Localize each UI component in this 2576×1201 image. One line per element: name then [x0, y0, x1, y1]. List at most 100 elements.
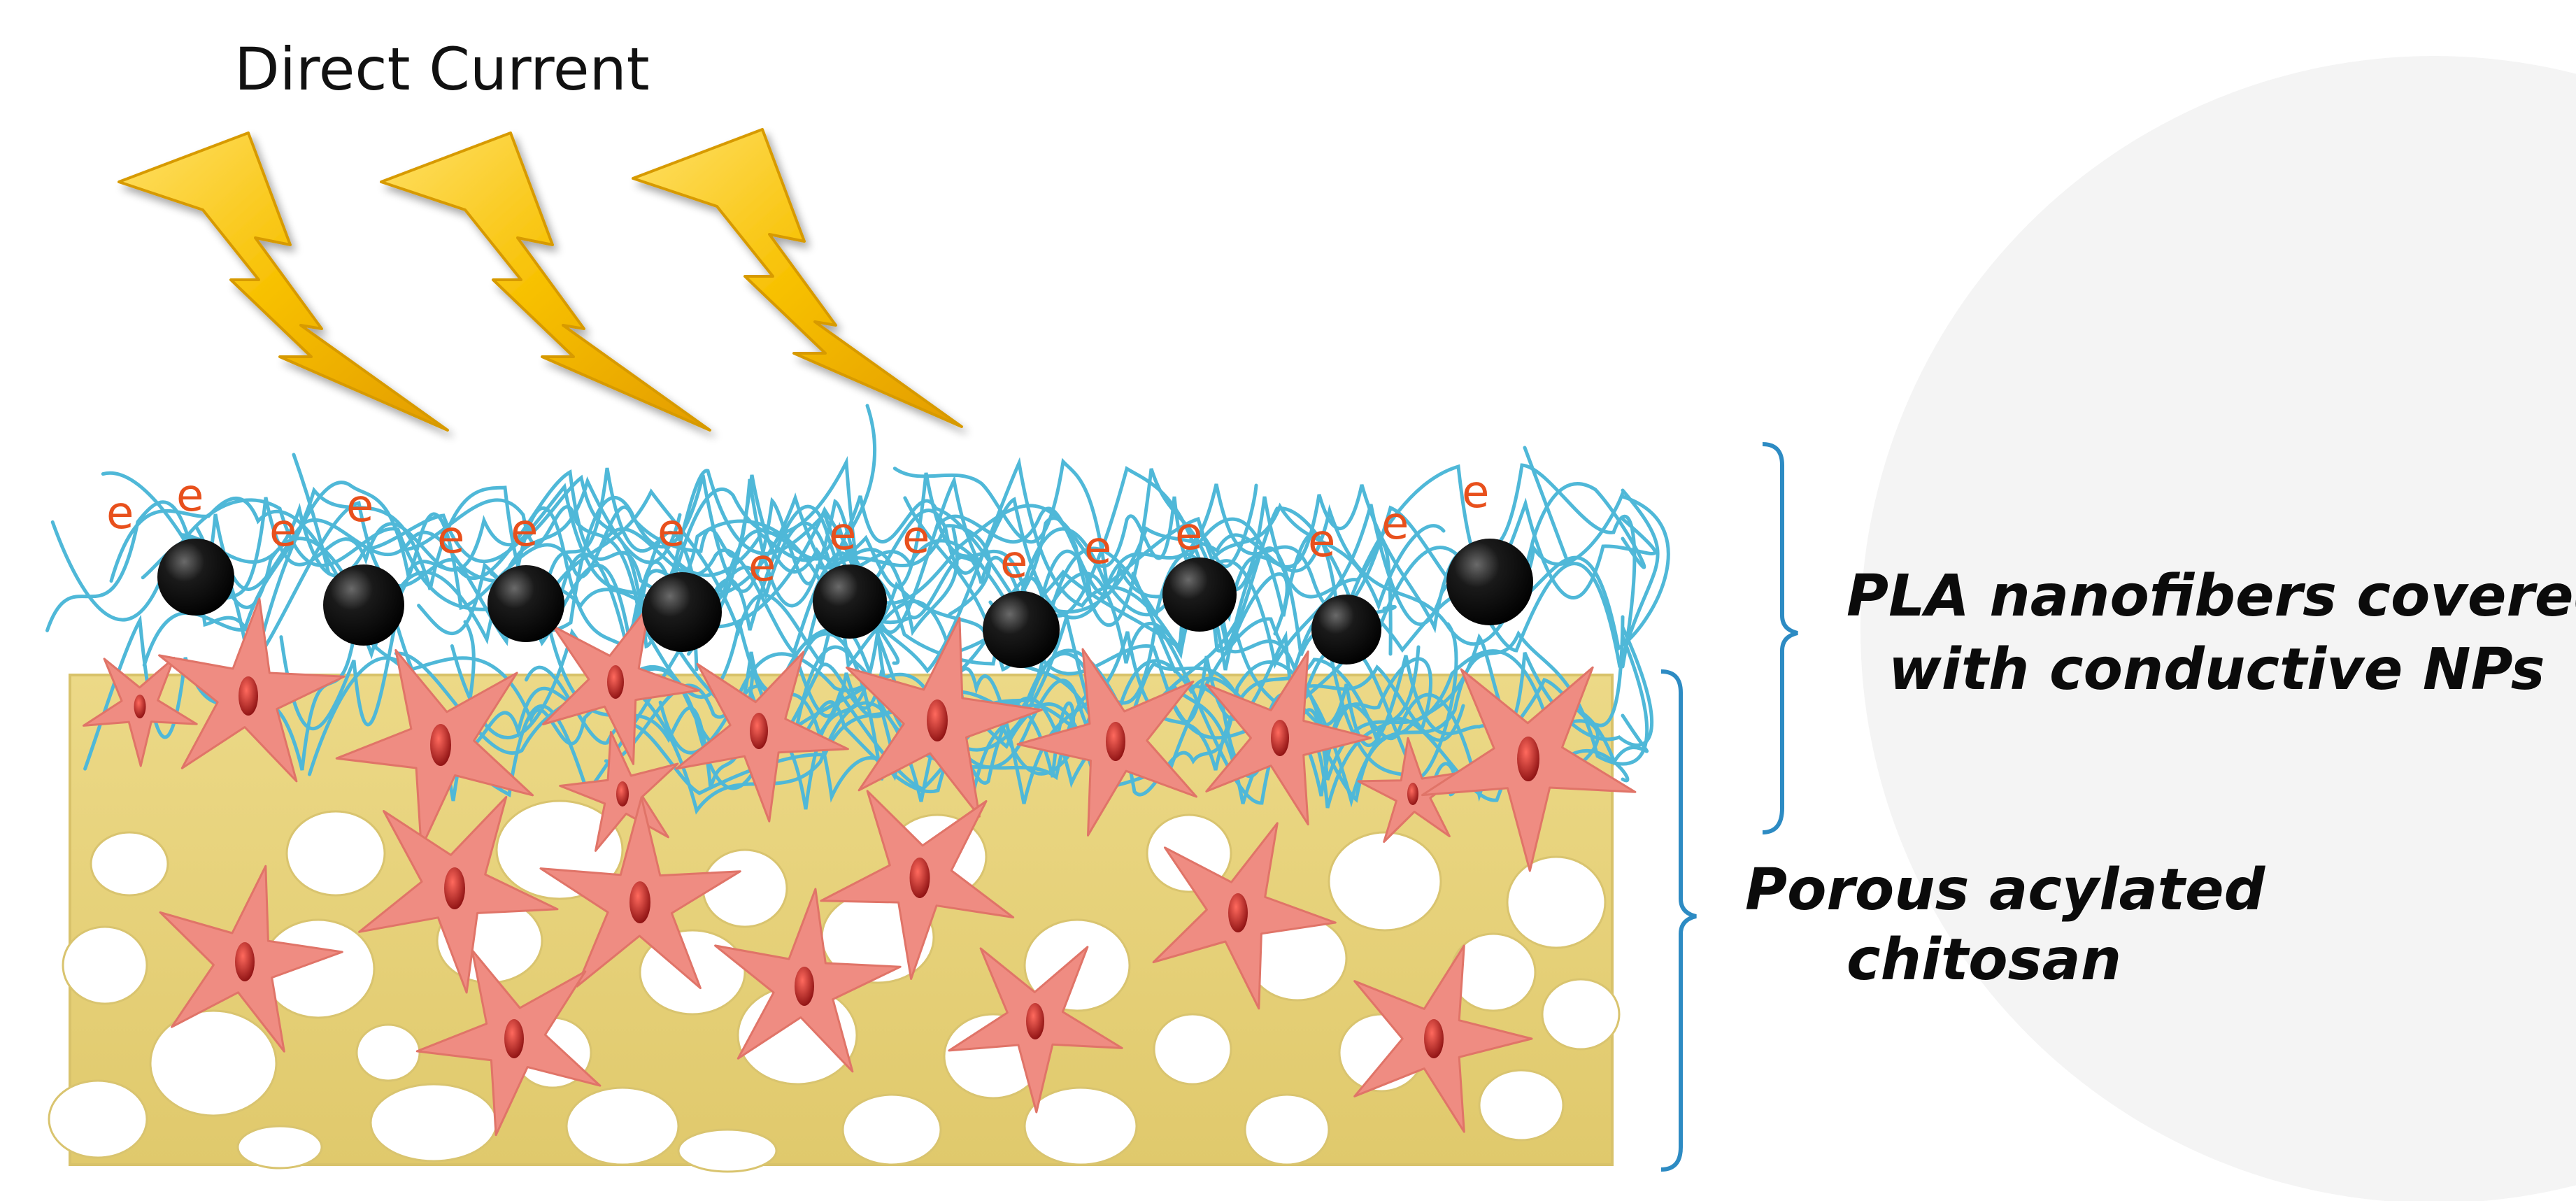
- lightning-bolt-icon: [632, 128, 963, 428]
- pore: [841, 1093, 942, 1166]
- pore: [1244, 1093, 1330, 1166]
- cell-nucleus: [444, 867, 465, 909]
- cell-icon: [1205, 650, 1372, 826]
- nanofiber: [292, 453, 331, 576]
- electron-label: e: [437, 512, 464, 564]
- cell-nucleus: [616, 781, 629, 806]
- nanofiber: [771, 630, 1649, 808]
- pore: [1328, 831, 1442, 932]
- cell-nucleus: [795, 967, 814, 1006]
- pore: [1541, 978, 1621, 1051]
- electron-label: e: [511, 505, 538, 557]
- conductive-nanoparticle-icon: [1162, 557, 1237, 632]
- cell-nucleus: [239, 676, 258, 716]
- nanofiber: [1131, 571, 1177, 674]
- cell-nucleus: [1271, 720, 1289, 756]
- cell-group: [83, 597, 1637, 1137]
- cell-icon: [83, 657, 198, 767]
- cell-nucleus: [629, 881, 650, 923]
- cell-icon: [159, 865, 343, 1053]
- electron-label: e: [902, 512, 930, 564]
- cell-icon: [820, 790, 1015, 980]
- nanofiber: [279, 620, 905, 797]
- nanofiber: [45, 469, 900, 665]
- cell-nucleus: [1106, 722, 1125, 761]
- pore: [677, 1128, 778, 1173]
- conductive-nanoparticle-icon: [323, 564, 404, 646]
- conductive-nanoparticle-icon: [488, 565, 564, 642]
- cell-icon: [1016, 648, 1197, 837]
- pore: [565, 1086, 680, 1166]
- pore: [149, 1009, 278, 1117]
- electron-label: e: [346, 481, 373, 532]
- chitosan-label-line2: chitosan: [1846, 927, 2121, 993]
- conductive-nanoparticle-icon: [813, 564, 887, 639]
- nanofiber: [109, 475, 985, 660]
- pore: [702, 848, 788, 928]
- cell-icon: [559, 731, 679, 852]
- cell-nucleus: [1026, 1003, 1044, 1039]
- nanofiber: [934, 463, 1637, 669]
- lightning-bolt-icon: [380, 132, 711, 432]
- pore: [1478, 1069, 1565, 1142]
- cell-nucleus: [1407, 783, 1418, 805]
- pore: [48, 1079, 148, 1159]
- electron-label: e: [176, 470, 204, 522]
- conductive-nanoparticle-icon: [642, 572, 722, 652]
- diagram-title: Direct Current: [234, 35, 650, 104]
- cell-nucleus: [504, 1019, 524, 1058]
- electron-label: e: [829, 509, 856, 560]
- cell-icon: [1421, 666, 1637, 872]
- pore: [1023, 1086, 1138, 1166]
- nanofiber-label-line1: PLA nanofibers covered: [1846, 563, 2576, 630]
- nanofiber-bracket: [1762, 442, 1798, 834]
- cell-icon: [358, 795, 559, 994]
- conductive-nanoparticle-icon: [157, 539, 234, 616]
- nanofiber: [848, 404, 877, 534]
- electron-label: e: [1175, 509, 1202, 560]
- pore: [285, 810, 386, 897]
- nanofiber: [1523, 446, 1569, 562]
- pore: [355, 1023, 421, 1082]
- cell-nucleus: [1517, 737, 1539, 781]
- cell-nucleus: [607, 665, 624, 699]
- nanofiber: [807, 495, 1393, 656]
- nanoparticle-group: [157, 539, 1533, 668]
- cell-icon: [1152, 822, 1337, 1010]
- electron-label: e: [748, 540, 776, 592]
- conductive-nanoparticle-icon: [983, 591, 1060, 668]
- electron-label: e: [1381, 498, 1409, 550]
- electron-label: e: [269, 505, 297, 557]
- chitosan-label-line1: Porous acylated: [1745, 857, 2266, 923]
- background-circle: [1860, 56, 2576, 1201]
- cell-icon: [539, 796, 741, 990]
- nanofiber-label-line2: with conductive NPs: [1888, 637, 2545, 703]
- cell-nucleus: [1228, 893, 1248, 932]
- nanofiber: [101, 469, 697, 620]
- nanofiber: [168, 506, 888, 660]
- lightning-bolt-icon: [118, 132, 449, 432]
- pore: [1153, 1013, 1232, 1086]
- electron-label: e: [1084, 523, 1111, 574]
- cell-icon: [1353, 944, 1533, 1133]
- cell-nucleus: [430, 724, 451, 766]
- pore: [236, 1125, 323, 1170]
- conductive-nanoparticle-icon: [1311, 595, 1381, 665]
- cell-nucleus: [134, 695, 146, 718]
- cell-icon: [335, 648, 534, 849]
- electron-label: e: [1308, 516, 1335, 567]
- cell-icon: [158, 597, 346, 783]
- cell-icon: [948, 946, 1123, 1114]
- electron-label: e: [1462, 467, 1489, 518]
- electron-label: e: [657, 505, 685, 557]
- pore: [369, 1083, 498, 1163]
- cell-icon: [415, 949, 602, 1137]
- pore: [90, 831, 169, 897]
- cell-nucleus: [750, 713, 768, 749]
- nanofiber: [892, 457, 1657, 630]
- cell-icon: [846, 616, 1043, 818]
- pore: [1506, 855, 1607, 949]
- pore: [62, 925, 148, 1005]
